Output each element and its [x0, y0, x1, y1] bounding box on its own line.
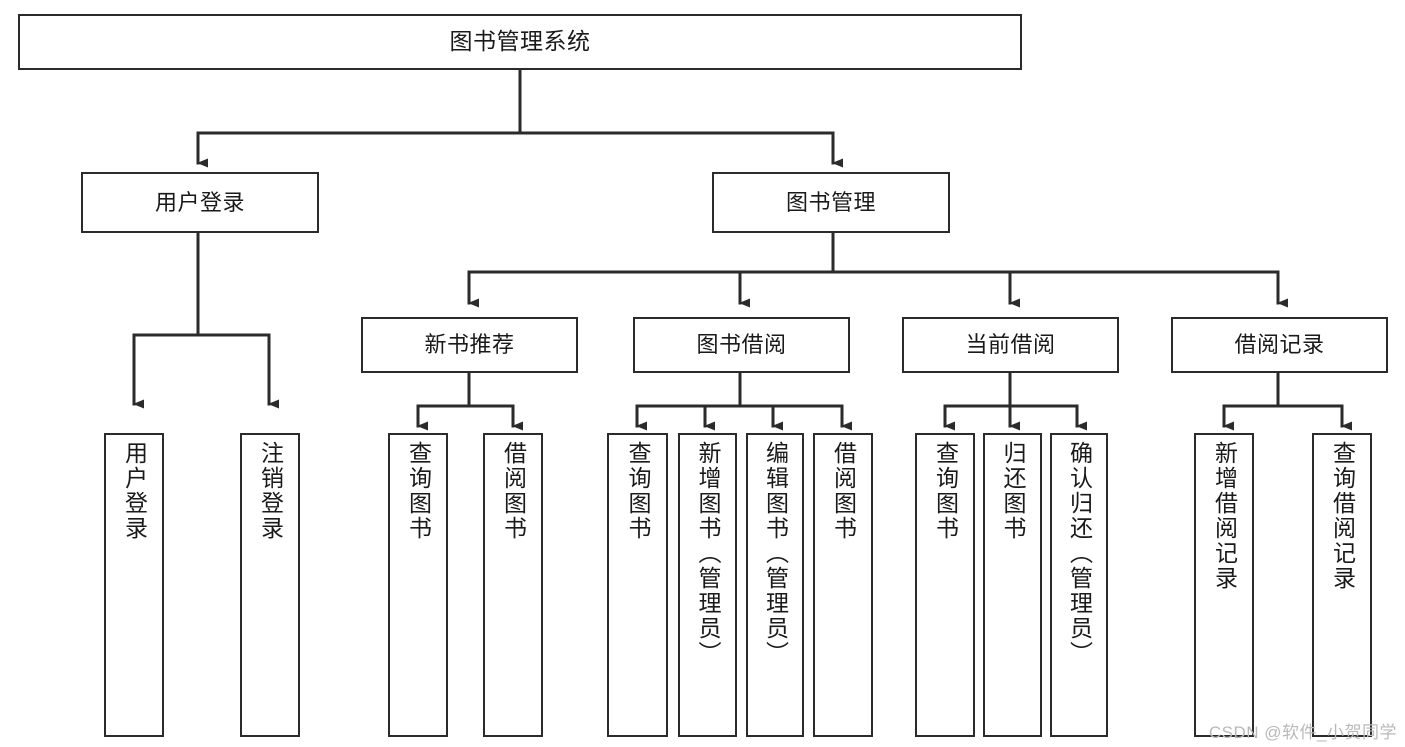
node-root[interactable]: 图书管理系统	[18, 14, 1022, 70]
node-leaf-borrow-book-2[interactable]: 借阅图书	[813, 433, 873, 737]
node-new-book-recommend-label: 新书推荐	[424, 332, 515, 358]
node-leaf-borrow-book-1-label: 借阅图书	[500, 441, 527, 541]
node-leaf-add-record-label: 新增借阅记录	[1211, 441, 1238, 591]
node-leaf-borrow-book-2-label: 借阅图书	[830, 441, 857, 541]
node-borrow-record-label: 借阅记录	[1234, 332, 1325, 358]
node-leaf-query-book-2[interactable]: 查询图书	[607, 433, 668, 737]
node-leaf-borrow-book-1[interactable]: 借阅图书	[483, 433, 543, 737]
node-user-login[interactable]: 用户登录	[81, 172, 319, 233]
node-leaf-query-record[interactable]: 查询借阅记录	[1312, 433, 1372, 737]
node-book-borrow-label: 图书借阅	[696, 332, 787, 358]
node-new-book-recommend[interactable]: 新书推荐	[361, 317, 578, 373]
node-leaf-logout-login-label: 注销登录	[257, 441, 284, 541]
node-leaf-add-book[interactable]: 新增图书（管理员）	[678, 433, 737, 737]
node-root-label: 图书管理系统	[449, 28, 591, 55]
node-leaf-return-book[interactable]: 归还图书	[983, 433, 1042, 737]
node-leaf-user-login-label: 用户登录	[121, 441, 148, 541]
node-leaf-query-book-3-label: 查询图书	[932, 441, 959, 541]
node-current-borrow[interactable]: 当前借阅	[902, 317, 1119, 373]
node-leaf-confirm-return-label: 确认归还（管理员）	[1066, 441, 1093, 666]
node-leaf-return-book-label: 归还图书	[1000, 441, 1026, 541]
node-leaf-query-book-3[interactable]: 查询图书	[915, 433, 975, 737]
node-leaf-edit-book-label: 编辑图书（管理员）	[762, 441, 789, 666]
node-leaf-logout-login[interactable]: 注销登录	[240, 433, 300, 737]
node-user-login-label: 用户登录	[154, 189, 245, 215]
node-leaf-add-record[interactable]: 新增借阅记录	[1194, 433, 1254, 737]
node-leaf-query-record-label: 查询借阅记录	[1329, 441, 1356, 591]
node-leaf-query-book-1-label: 查询图书	[405, 441, 432, 541]
node-leaf-edit-book[interactable]: 编辑图书（管理员）	[746, 433, 804, 737]
node-current-borrow-label: 当前借阅	[965, 332, 1056, 358]
node-leaf-user-login[interactable]: 用户登录	[104, 433, 164, 737]
node-borrow-record[interactable]: 借阅记录	[1171, 317, 1388, 373]
node-book-borrow[interactable]: 图书借阅	[633, 317, 850, 373]
node-leaf-query-book-1[interactable]: 查询图书	[388, 433, 448, 737]
node-leaf-add-book-label: 新增图书（管理员）	[695, 441, 721, 666]
node-leaf-query-book-2-label: 查询图书	[625, 441, 651, 541]
node-leaf-confirm-return[interactable]: 确认归还（管理员）	[1050, 433, 1108, 737]
node-book-management-label: 图书管理	[785, 189, 876, 215]
node-book-management[interactable]: 图书管理	[712, 172, 950, 233]
watermark: CSDN @软件_小贺同学	[1208, 723, 1397, 742]
